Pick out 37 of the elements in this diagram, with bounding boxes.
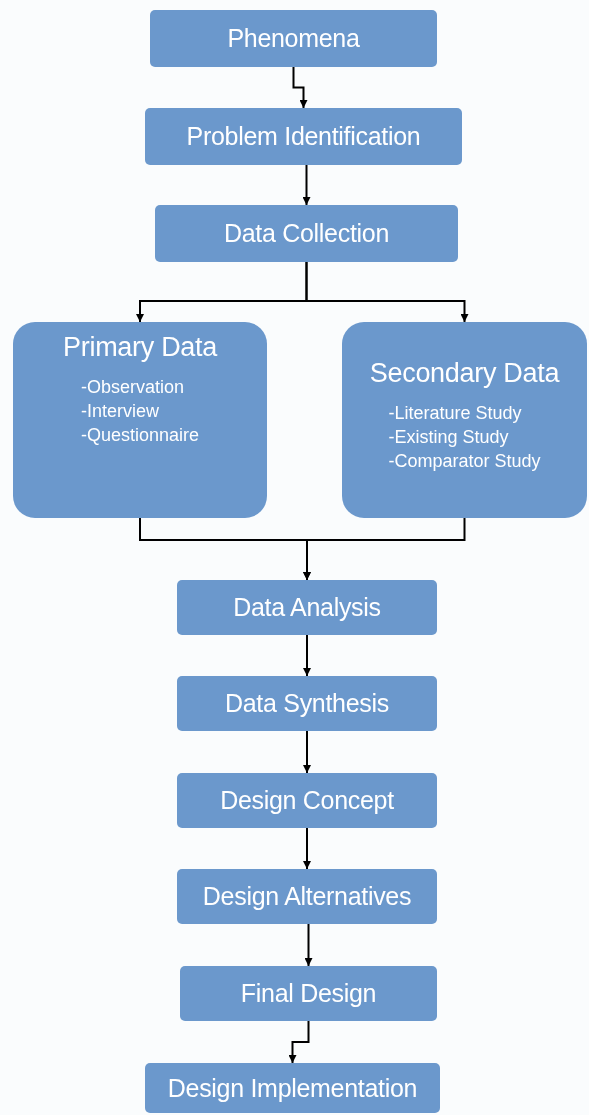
process-box <box>145 108 462 165</box>
list-item: -Comparator Study <box>388 450 541 473</box>
process-box <box>177 869 437 924</box>
process-box <box>177 580 437 635</box>
data-source-box <box>342 322 587 518</box>
box-title: Data Collection <box>223 219 389 248</box>
arrow <box>303 517 466 581</box>
list-item: -Literature Study <box>388 402 522 425</box>
box-title: Problem Identification <box>186 122 421 151</box>
arrow <box>288 1020 310 1064</box>
list-item: -Questionnaire <box>80 424 200 447</box>
list-item: -Interview <box>80 400 159 423</box>
arrow <box>303 827 311 870</box>
box-title: Phenomena <box>227 24 360 53</box>
process-box <box>177 676 437 731</box>
box-title: Design Concept <box>220 786 394 815</box>
list-item: -Observation <box>80 376 184 399</box>
process-box <box>145 1063 440 1113</box>
list-item: -Existing Study <box>388 426 509 449</box>
arrow <box>302 164 311 206</box>
box-title: Data Synthesis <box>225 689 389 718</box>
box-title: Data Analysis <box>233 593 381 622</box>
arrow <box>305 261 469 323</box>
arrow <box>303 730 311 774</box>
box-title: Design Implementation <box>167 1073 418 1103</box>
process-box <box>155 205 458 262</box>
data-source-box <box>13 322 267 518</box>
box-title: Design Alternatives <box>202 882 412 911</box>
arrow <box>304 923 313 967</box>
arrow <box>303 634 311 677</box>
process-box <box>177 773 437 828</box>
arrow <box>292 66 308 109</box>
box-title: Primary Data <box>63 332 217 363</box>
box-title: Final Design <box>240 979 377 1008</box>
process-box <box>150 10 437 67</box>
box-title: Secondary Data <box>369 358 560 389</box>
process-box <box>180 966 437 1021</box>
